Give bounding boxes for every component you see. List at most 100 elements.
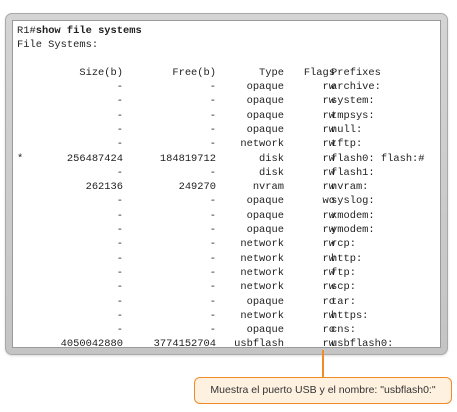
cell-free: - xyxy=(209,81,216,93)
cell-type: disk xyxy=(259,166,284,179)
cell-free: - xyxy=(209,95,216,108)
column-header-free: Free(b) xyxy=(172,67,216,79)
cell-prefixes: system: xyxy=(331,95,375,108)
cell-size: - xyxy=(116,224,123,236)
cell-flags: rw xyxy=(322,266,335,279)
cell-prefixes: nvram: xyxy=(331,181,369,194)
cell-prefixes: tftp: xyxy=(331,138,363,151)
cell-prefixes: ftp: xyxy=(331,266,356,279)
cell-flags: rw xyxy=(322,181,335,194)
cell-free: - xyxy=(209,309,216,322)
column-header-flags: Flags xyxy=(303,67,335,79)
cell-prefixes: flash0: flash:# xyxy=(331,152,425,165)
cell-type: network xyxy=(240,281,284,294)
cell-size: - xyxy=(116,109,123,122)
section-heading: File Systems: xyxy=(13,38,440,52)
cell-flags: rw xyxy=(322,152,335,165)
cell-size: - xyxy=(116,123,123,136)
cell-free: 249270 xyxy=(178,181,216,194)
cell-size: - xyxy=(116,209,123,222)
cell-prefixes: https: xyxy=(331,309,369,322)
cell-type: opaque xyxy=(246,324,284,337)
cell-free: 3774152704 xyxy=(153,338,216,348)
cell-flags: rw xyxy=(322,209,335,222)
cell-free: 184819712 xyxy=(159,152,216,165)
cell-size: 4050042880 xyxy=(60,338,123,348)
cell-flags: rw xyxy=(322,123,335,136)
cell-prefixes: flash1: xyxy=(331,166,375,179)
cell-size: 262136 xyxy=(85,181,123,194)
cell-prefixes: xmodem: xyxy=(331,209,375,222)
cell-flags: rw xyxy=(322,281,335,294)
cell-type: network xyxy=(240,238,284,251)
column-header-prefixes: Prefixes xyxy=(331,67,381,79)
cell-type: nvram xyxy=(252,181,284,194)
command-line-content: R1#show file systems xyxy=(17,24,142,38)
cell-free: - xyxy=(209,224,216,236)
terminal-window-frame: R1#show file systems File Systems: Size(… xyxy=(5,13,448,355)
cell-prefixes: archive: xyxy=(331,81,381,93)
cell-type: network xyxy=(240,266,284,279)
cell-size: - xyxy=(116,238,123,251)
cell-free: - xyxy=(209,166,216,179)
file-systems-heading: File Systems: xyxy=(17,39,99,51)
terminal-output[interactable]: R1#show file systems File Systems: Size(… xyxy=(12,20,441,348)
cell-type: opaque xyxy=(246,195,284,208)
cell-prefixes: ymodem: xyxy=(331,224,375,236)
cell-flags: rw xyxy=(322,224,335,236)
cell-flags: rw xyxy=(322,338,335,348)
cell-type: opaque xyxy=(246,224,284,236)
cell-free: - xyxy=(209,209,216,222)
cell-flags: rw xyxy=(322,309,335,322)
cell-size: - xyxy=(116,138,123,151)
cell-flags: rw xyxy=(322,109,335,122)
cell-flags: rw xyxy=(322,166,335,179)
cell-size: - xyxy=(116,281,123,294)
cell-type: opaque xyxy=(246,295,284,308)
cell-type: opaque xyxy=(246,81,284,93)
cell-type: opaque xyxy=(246,123,284,136)
cell-free: - xyxy=(209,195,216,208)
cell-size: - xyxy=(116,95,123,108)
cell-size: - xyxy=(116,166,123,179)
cell-type: usbflash xyxy=(234,338,284,348)
callout-pointer-line xyxy=(322,350,324,378)
cell-prefixes: null: xyxy=(331,123,363,136)
cell-flags: rw xyxy=(322,95,335,108)
row-marker: * xyxy=(17,152,24,165)
cell-free: - xyxy=(209,295,216,308)
cell-free: - xyxy=(209,138,216,151)
cell-size: 256487424 xyxy=(66,152,123,165)
cell-type: network xyxy=(240,309,284,322)
cell-size: - xyxy=(116,195,123,208)
cell-prefixes: http: xyxy=(331,252,363,265)
cell-prefixes: usbflash0: xyxy=(331,338,394,348)
cell-type: opaque xyxy=(246,95,284,108)
cell-type: opaque xyxy=(246,109,284,122)
cell-type: disk xyxy=(259,152,284,165)
cell-free: - xyxy=(209,266,216,279)
cell-size: - xyxy=(116,81,123,93)
cell-prefixes: tar: xyxy=(331,295,356,308)
cell-flags: rw xyxy=(322,138,335,151)
callout-box: Muestra el puerto USB y el nombre: "usbf… xyxy=(194,377,452,404)
callout-text: Muestra el puerto USB y el nombre: "usbf… xyxy=(210,384,436,396)
column-header-type: Type xyxy=(259,67,284,79)
cell-free: - xyxy=(209,252,216,265)
cell-free: - xyxy=(209,123,216,136)
cell-free: - xyxy=(209,238,216,251)
cell-size: - xyxy=(116,309,123,322)
